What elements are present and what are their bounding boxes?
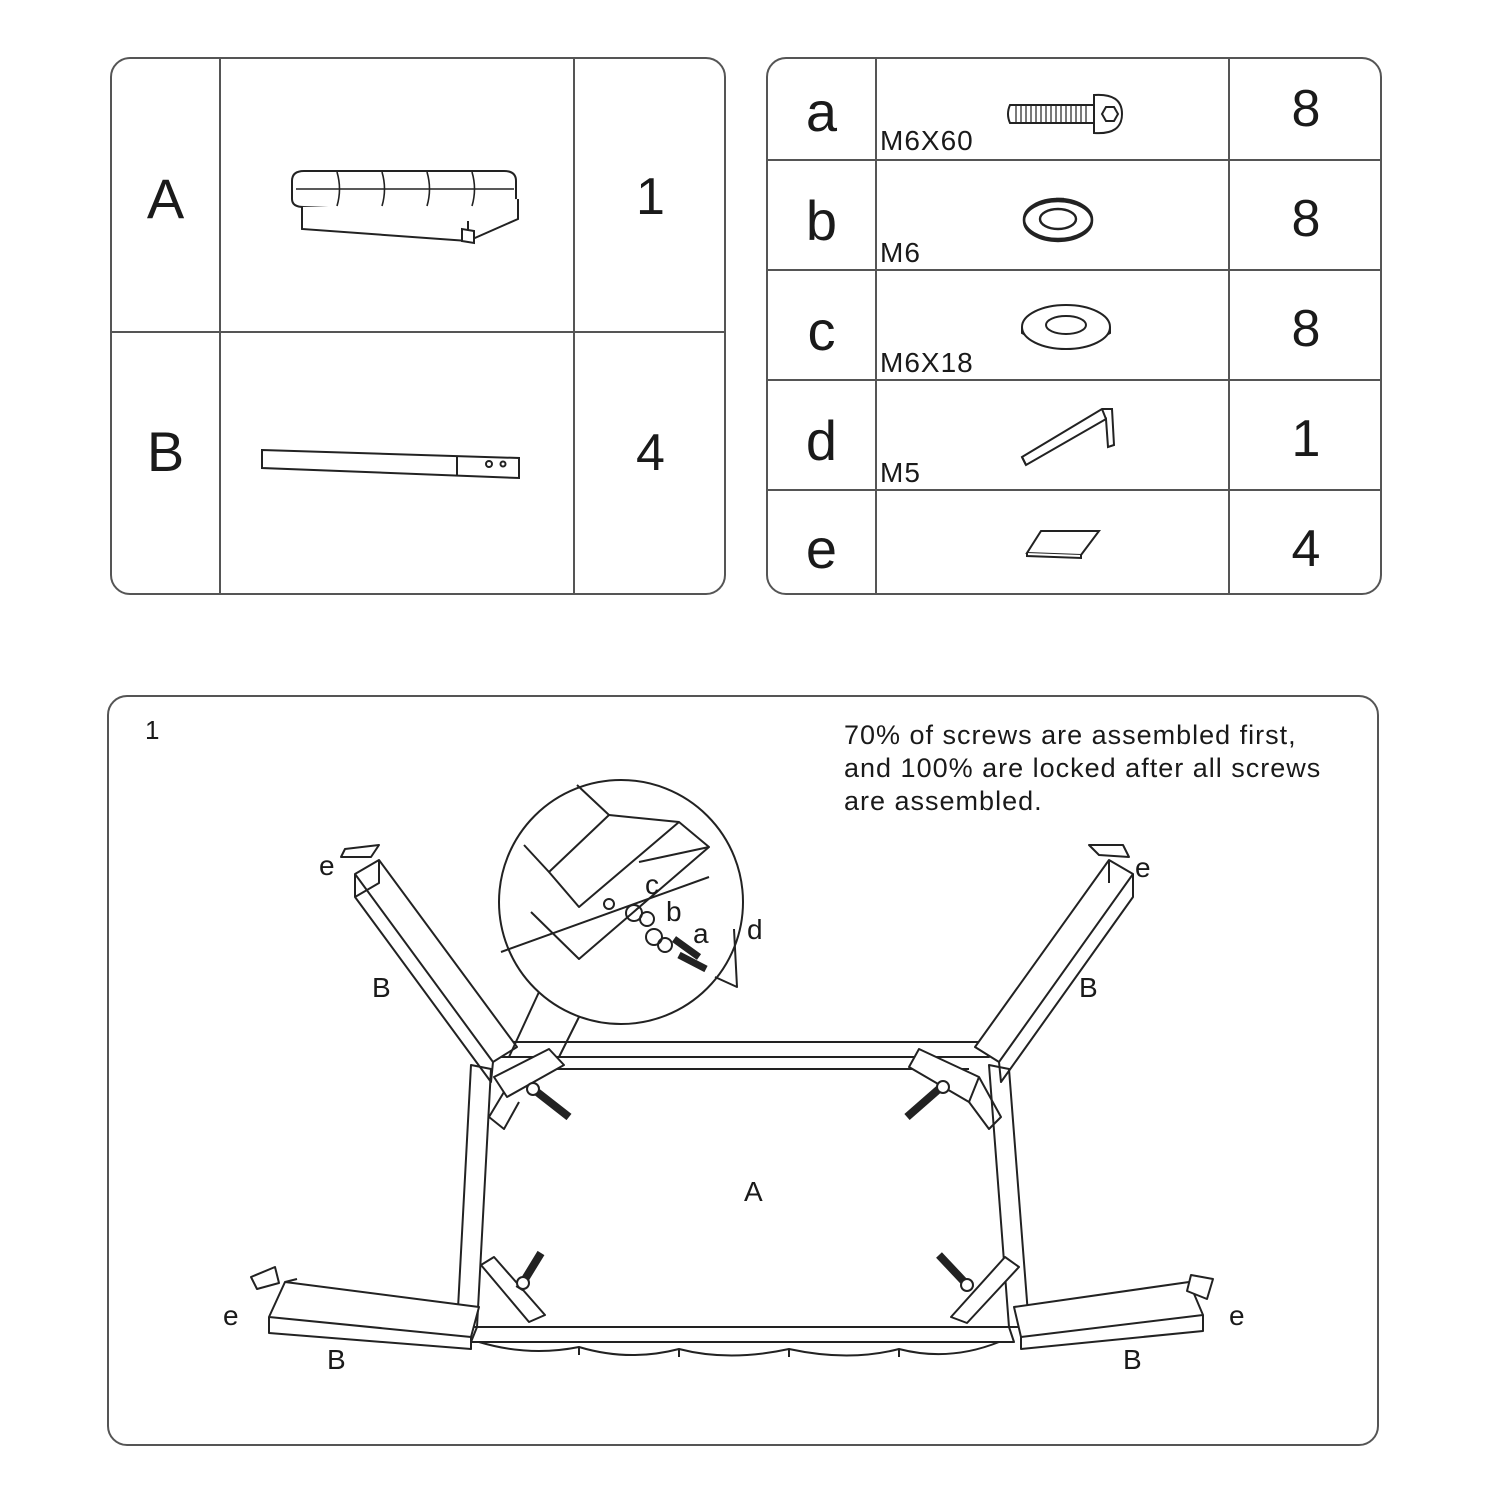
flat-washer-icon bbox=[1021, 304, 1111, 350]
leg-back-left bbox=[354, 859, 518, 1083]
felt-pad-icon bbox=[1025, 530, 1101, 560]
column-divider bbox=[219, 59, 221, 593]
seat-frame bbox=[456, 1041, 1030, 1357]
row-divider bbox=[768, 489, 1380, 491]
felt-pad-icon bbox=[1186, 1274, 1214, 1300]
leg-back-right bbox=[974, 859, 1134, 1083]
row-divider bbox=[768, 379, 1380, 381]
leg-label: B bbox=[327, 1344, 346, 1375]
row-divider bbox=[112, 331, 724, 333]
pad-label: e bbox=[319, 850, 335, 881]
part-letter: A bbox=[146, 167, 185, 230]
assembly-diagram: B B B B A e e e e c b a d bbox=[223, 779, 1245, 1375]
bolt-icon bbox=[515, 1250, 545, 1292]
hardware-quantity: 8 bbox=[1291, 300, 1321, 358]
bolt-icon bbox=[936, 1252, 974, 1292]
leg-front-right bbox=[1013, 1281, 1204, 1350]
bolt-icon bbox=[526, 1082, 572, 1121]
parts-list-panel: A 1 B 4 bbox=[110, 57, 726, 595]
hardware-quantity: 8 bbox=[1291, 80, 1321, 138]
hardware-letter: a bbox=[805, 80, 838, 143]
pad-label: e bbox=[1135, 852, 1151, 883]
part-letter: B bbox=[146, 420, 185, 483]
pad-label: e bbox=[1229, 1300, 1245, 1331]
pad-label: e bbox=[223, 1300, 239, 1331]
hardware-spec: M5 bbox=[880, 457, 921, 488]
hardware-spec: M6X18 bbox=[880, 347, 974, 378]
leg-front-left bbox=[268, 1278, 480, 1350]
hardware-quantity: 1 bbox=[1291, 410, 1321, 468]
leg-bar-icon bbox=[261, 448, 520, 480]
allen-key-icon bbox=[1020, 408, 1116, 467]
bolt-icon bbox=[1007, 93, 1124, 135]
note-line: are assembled. bbox=[844, 786, 1043, 816]
spring-washer-label: b bbox=[666, 896, 682, 927]
key-label: d bbox=[747, 914, 763, 945]
row-divider bbox=[768, 159, 1380, 161]
assembly-note: 70% of screws are assembled first, and 1… bbox=[844, 719, 1321, 818]
hardware-quantity: 8 bbox=[1291, 190, 1321, 248]
row-divider bbox=[768, 269, 1380, 271]
felt-pad-icon bbox=[340, 844, 380, 858]
flat-washer-label: c bbox=[645, 869, 659, 900]
sofa-seat-icon bbox=[291, 170, 519, 245]
felt-pad-icon bbox=[250, 1266, 280, 1290]
step-number: 1 bbox=[145, 715, 160, 745]
hardware-letter: c bbox=[807, 299, 836, 362]
hardware-spec: M6 bbox=[880, 237, 921, 268]
hardware-letter: b bbox=[805, 189, 838, 252]
hardware-quantity: 4 bbox=[1291, 520, 1321, 578]
part-quantity: 4 bbox=[636, 424, 665, 482]
felt-pad-icon bbox=[1088, 844, 1130, 858]
bolt-label: a bbox=[693, 918, 709, 949]
leg-label: B bbox=[372, 972, 391, 1003]
column-divider bbox=[573, 59, 575, 593]
hardware-spec: M6X60 bbox=[880, 125, 974, 156]
seat-label: A bbox=[744, 1176, 763, 1207]
hardware-list-panel: a M6X60 8 b M6 8 c M6X18 bbox=[766, 57, 1382, 595]
detail-magnifier bbox=[498, 779, 744, 1058]
note-line: and 100% are locked after all screws bbox=[844, 753, 1322, 783]
bolt-icon bbox=[904, 1080, 950, 1121]
leg-label: B bbox=[1079, 972, 1098, 1003]
part-quantity: 1 bbox=[636, 168, 665, 226]
spring-washer-icon bbox=[1022, 197, 1094, 243]
leg-label: B bbox=[1123, 1344, 1142, 1375]
column-divider bbox=[1228, 59, 1230, 593]
assembly-step-panel: 1 70% of screws are assembled first, and… bbox=[107, 695, 1379, 1446]
hardware-letter: d bbox=[805, 409, 838, 472]
hardware-letter: e bbox=[805, 517, 838, 580]
note-line: 70% of screws are assembled first, bbox=[844, 720, 1297, 750]
column-divider bbox=[875, 59, 877, 593]
